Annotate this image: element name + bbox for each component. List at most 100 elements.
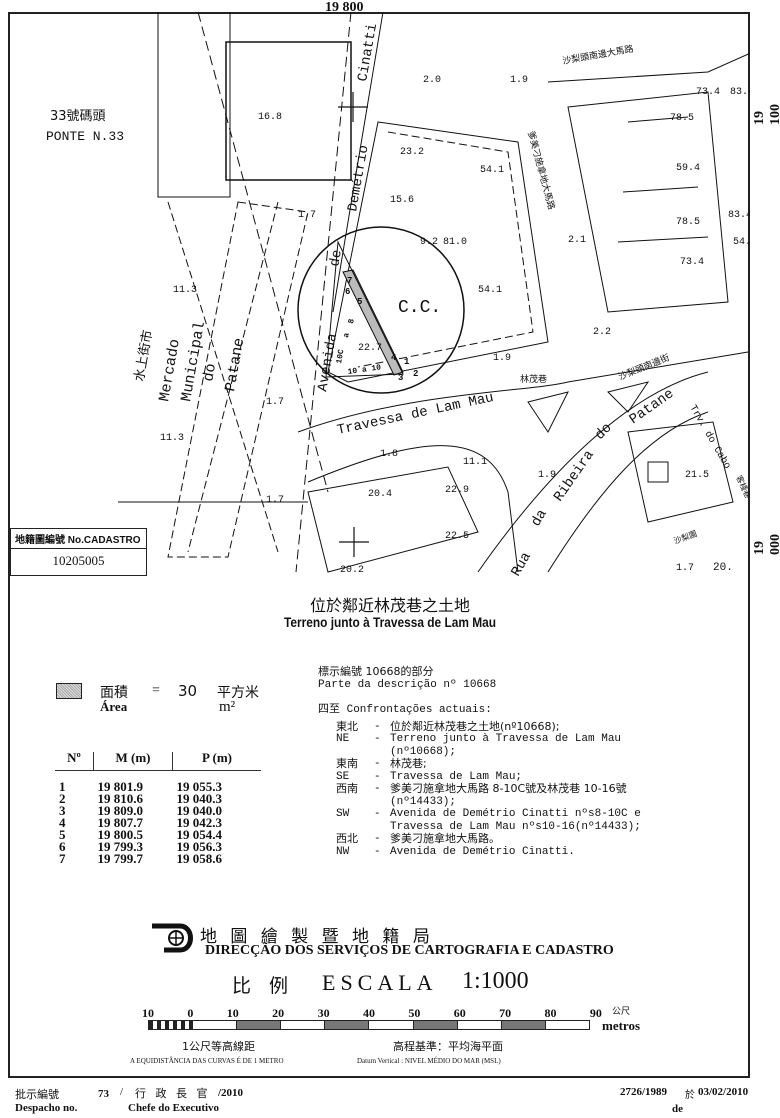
cell: 5 (59, 827, 66, 842)
entry-key: NE (336, 733, 350, 745)
entry-key (336, 796, 374, 809)
height-label: 1.7 (676, 563, 694, 574)
cell: 19 807.7 (97, 815, 144, 830)
point-5: 5 (357, 297, 362, 307)
rua-label-2: da (528, 507, 550, 530)
cell: 19 800.5 (97, 827, 144, 842)
cell: 2 (59, 791, 66, 806)
cell: 19 801.9 (97, 779, 144, 794)
cell: 19 810.6 (97, 791, 144, 806)
point-2: 2 (413, 369, 418, 379)
confrontation-entry: 東北-位於鄰近林茂巷之土地(nº10668); (336, 719, 560, 733)
date-de: de (672, 1103, 683, 1115)
confrontations-label-pt: Confrontações actuais: (346, 704, 492, 716)
confrontation-entry: (nº14433); (336, 796, 641, 809)
height-label: 1.9 (493, 353, 511, 364)
entry-text: Avenida de Demétrio Cinatti. (390, 845, 575, 858)
area-label-pt: Área (100, 699, 128, 714)
confrontation-entry: SE-Travessa de Lam Mau; (336, 770, 523, 783)
col-header-number: Nº (55, 751, 94, 771)
confrontation-entry: 東南-林茂巷; (336, 757, 427, 770)
datum-label-pt: Datum Vertical : NIVEL MÉDIO DO MAR (MSL… (357, 1057, 501, 1065)
point-1: 1 (404, 357, 410, 367)
scale-tick: 30 (317, 1006, 330, 1020)
height-label: 78.5 (676, 217, 700, 228)
height-label: 1.7 (298, 210, 316, 221)
scale-tick: 50 (408, 1006, 421, 1020)
scale-value: 1:1000 (462, 968, 529, 994)
location-circle (297, 226, 465, 394)
height-label: 1.9 (538, 470, 556, 481)
market-outline (167, 201, 309, 558)
grid-label-right-lower: 19 000 (752, 534, 780, 555)
scale-tick: 90 (589, 1006, 602, 1020)
entry-key: 西南 (336, 782, 358, 795)
title-zh: 位於鄰近林茂巷之土地 (309, 598, 470, 615)
scale-tick: 40 (362, 1006, 375, 1020)
height-label: 1.9 (510, 75, 528, 86)
scale-label-zh: 比 例 (232, 975, 295, 997)
contour-label-zh: 1公尺等高線距 (182, 1040, 255, 1053)
cadastral-map: 33號碼頭 PONTE N.33 水上街市 Mercado Municipal … (46, 12, 750, 580)
height-label: 83.4 (730, 87, 750, 98)
entry-text: 爹美刁施拿地大馬路。 (390, 832, 500, 845)
height-label: 83.4 (728, 210, 750, 221)
grid-cross-icon (338, 92, 369, 557)
traffic-island (527, 391, 569, 433)
agency-name-zh: 地 圖 繪 製 暨 地 籍 局 (200, 927, 434, 947)
rua-label-1: Rua (508, 550, 534, 580)
height-labels: 16.8 2.0 1.9 23.2 54.1 15.6 9.2 81.0 54.… (160, 75, 750, 576)
confrontation-entry: 西南-爹美刁施拿地大馬路 8-10C號及林茂巷 10-16號 (336, 782, 627, 795)
scale-unit: metros (602, 1018, 641, 1033)
height-label: 78.5 (670, 113, 694, 124)
cadastro-label-pt: No.CADASTRO (67, 535, 141, 546)
rua-label-4: do (592, 420, 615, 443)
despacho-slash: / (120, 1086, 124, 1098)
trv-cabo-label: Trv. do Cabo (687, 403, 733, 471)
agency-name-pt: DIRECÇÃO DOS SERVIÇOS DE CARTOGRAFIA E C… (205, 943, 614, 958)
entry-key: SE (336, 770, 350, 783)
door-numbers-b: 10C (335, 349, 346, 365)
scale-tick: 60 (453, 1006, 466, 1020)
street-label-zh-2: 沙梨頭南邊街 (617, 351, 672, 382)
description-ref-zh: 標示編號 10668的部分 (318, 665, 434, 678)
height-label: 1.8 (380, 449, 398, 460)
chief-label-pt: Chefe do Executivo (128, 1102, 220, 1114)
confrontations-label-zh: 四至 (318, 702, 340, 715)
area-equals: = (152, 683, 160, 698)
description-ref-pt: Parte da descrição nº 10668 (318, 678, 497, 691)
entry-key: NW (336, 845, 350, 858)
area-unit: m² (219, 699, 236, 715)
height-label: 22.5 (445, 531, 469, 542)
scale-bar (148, 1020, 590, 1030)
entry-key: 西北 (336, 832, 358, 845)
cell: 4 (59, 815, 66, 830)
confrontation-entry: NW-Avenida de Demétrio Cinatti. (336, 845, 575, 858)
height-label: 73.4 (696, 87, 720, 98)
height-label: 11.1 (463, 457, 487, 468)
entry-text: 林茂巷; (390, 757, 427, 770)
scale-label-pt: ESCALA (322, 970, 438, 995)
scale-tick: 80 (544, 1006, 557, 1020)
point-3: 3 (398, 373, 403, 383)
height-label: 16.8 (258, 112, 282, 123)
travessa-label: Travessa de Lam Mau (336, 390, 495, 439)
area-hatch-swatch (56, 683, 82, 699)
map-sheet-frame (8, 12, 750, 1078)
entry-text: (nº10668); (390, 745, 457, 758)
parcel-hatched (342, 269, 404, 376)
height-label: 54.1 (480, 165, 504, 176)
cadastro-box: 地籍圖編號 No.CADASTRO 10205005 (10, 528, 147, 576)
height-label: 73.4 (680, 257, 704, 268)
height-label: 1.7 (266, 495, 284, 506)
cell: 7 (59, 851, 66, 866)
door-numbers-d: a (342, 332, 352, 338)
scale-tick: 10 (142, 1006, 154, 1020)
street-label-zh-3: 爹美刁施拿地大馬路 (525, 130, 558, 211)
agency-logo-icon (152, 923, 193, 953)
